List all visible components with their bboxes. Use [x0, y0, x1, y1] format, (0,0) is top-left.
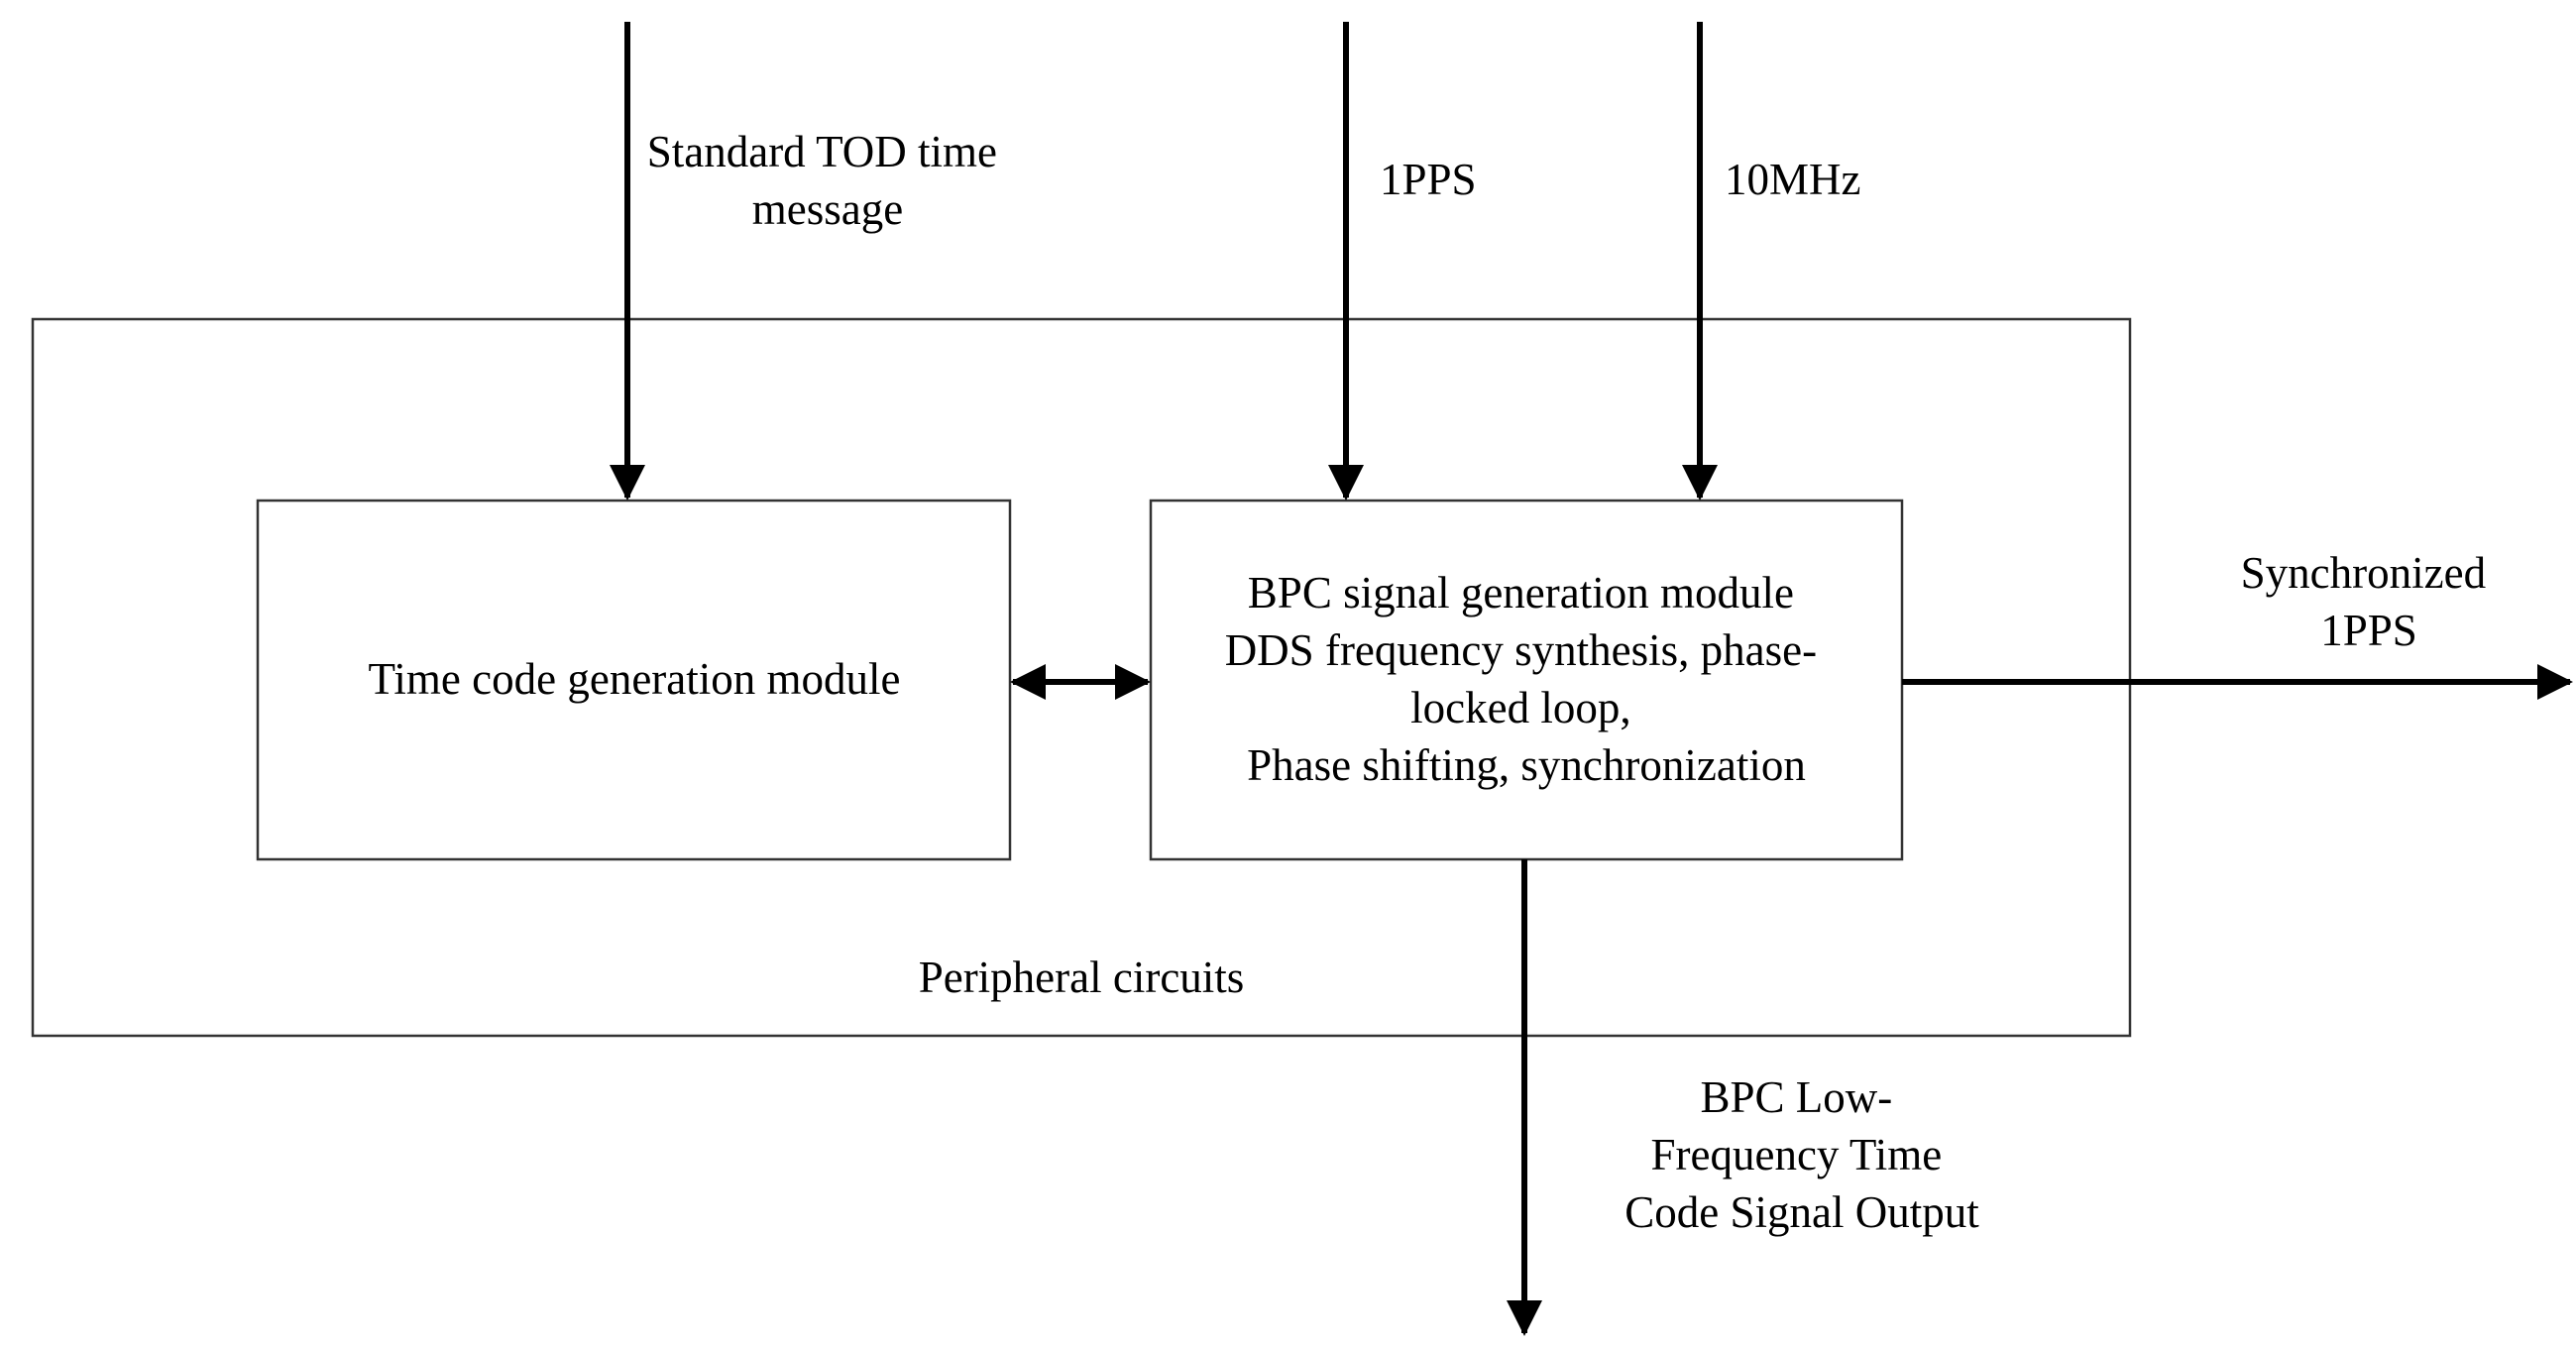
bpc-output-label-line-2: Frequency Time [1650, 1130, 1942, 1179]
bpc-module-label-line-2: DDS frequency synthesis, phase- [1225, 625, 1817, 675]
bpc-module-label: BPC signal generation module DDS frequen… [1225, 568, 1829, 790]
synchronized-1pps-label-line-1: Synchronized [2241, 548, 2486, 598]
synchronized-1pps-label-line-2: 1PPS [2320, 606, 2417, 655]
10mhz-input-label: 10MHz [1725, 155, 1860, 204]
bpc-module-label-line-1: BPC signal generation module [1248, 568, 1794, 617]
bpc-output-label-line-3: Code Signal Output [1624, 1187, 1979, 1237]
bpc-module-label-line-4: Phase shifting, synchronization [1247, 740, 1806, 790]
bpc-output-label: BPC Low- Frequency Time Code Signal Outp… [1624, 1072, 1979, 1237]
time-code-module-label: Time code generation module [369, 654, 901, 704]
tod-input-label-line-2: message [752, 184, 903, 234]
peripheral-circuits-label: Peripheral circuits [919, 953, 1245, 1002]
tod-input-label: Standard TOD time message [647, 127, 1009, 234]
synchronized-1pps-label: Synchronized 1PPS [2241, 548, 2498, 655]
1pps-input-label: 1PPS [1380, 155, 1477, 204]
time-code-generation-module-box [256, 499, 1012, 861]
bpc-signal-generation-module-box [1149, 499, 1904, 861]
bpc-output-label-line-1: BPC Low- [1700, 1072, 1892, 1122]
tod-input-label-line-1: Standard TOD time [647, 127, 997, 176]
bpc-module-label-line-3: locked loop, [1410, 683, 1630, 732]
